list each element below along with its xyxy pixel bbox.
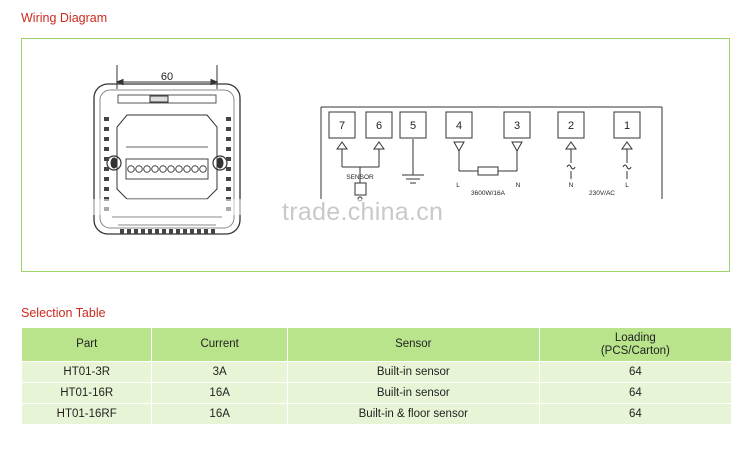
- terminal-screw: [135, 165, 143, 173]
- vent-slot: [169, 229, 173, 234]
- cell-current: 16A: [151, 382, 288, 404]
- terminal-box: [613, 111, 641, 139]
- table-row: HT01-16R 16A Built-in sensor 64: [20, 382, 733, 404]
- cell-current: 3A: [151, 361, 288, 383]
- cell-sensor: Built-in sensor: [286, 382, 540, 404]
- vent-slot: [226, 137, 231, 141]
- vent-slot: [226, 177, 231, 181]
- terminal-number: 3: [514, 120, 520, 132]
- terminal-screw: [191, 165, 199, 173]
- terminal-box: [328, 111, 356, 139]
- sensor-label: SENSOR: [346, 174, 374, 181]
- cell-sensor: Built-in & floor sensor: [286, 403, 540, 425]
- vent-slot: [148, 229, 152, 234]
- terminal-screw: [143, 165, 151, 173]
- vent-slot: [226, 147, 231, 151]
- vent-slot: [226, 157, 231, 161]
- wiring-diagram: 7 6 5 4 3 2 1: [82, 65, 722, 235]
- cell-part: HT01-3R: [20, 361, 153, 383]
- vent-slot: [162, 229, 166, 234]
- terminal-screw: [183, 165, 191, 173]
- supply-n-label: N: [569, 182, 574, 189]
- cell-loading: 64: [538, 382, 733, 404]
- table-header-row: Part Current Sensor Loading (PCS/Carton): [20, 327, 733, 362]
- cell-loading: 64: [538, 361, 733, 383]
- terminal-frame: [320, 106, 663, 199]
- terminal-screw: [175, 165, 183, 173]
- cell-current: 16A: [151, 403, 288, 425]
- vent-slot: [104, 137, 109, 141]
- vent-slot: [183, 229, 187, 234]
- terminal-number: 2: [568, 120, 574, 132]
- terminal-screws: [127, 165, 207, 173]
- terminal-box: [557, 111, 585, 139]
- wiring-symbols: [336, 139, 633, 202]
- vent-slot: [104, 167, 109, 171]
- terminal-box: [503, 111, 531, 139]
- cell-loading: 64: [538, 403, 733, 425]
- vent-slot: [104, 147, 109, 151]
- load-n-label: N: [516, 182, 521, 189]
- terminal-screw: [199, 165, 207, 173]
- vent-slot: [226, 117, 231, 121]
- wiring-diagram-title: Wiring Diagram: [21, 11, 108, 25]
- thermostat-vent-slots: [104, 117, 231, 234]
- vent-slot: [134, 229, 138, 234]
- wiring-diagram-panel: 7 6 5 4 3 2 1: [21, 38, 730, 272]
- watermark-text: trade.china.cn: [282, 198, 444, 226]
- vent-slot: [120, 229, 124, 234]
- terminal-box: [445, 111, 473, 139]
- vent-slot: [176, 229, 180, 234]
- vent-slot: [197, 229, 201, 234]
- table-row: HT01-3R 3A Built-in sensor 64: [20, 361, 733, 383]
- supply-voltage-label: 230V/AC: [589, 190, 615, 197]
- vent-slot: [104, 177, 109, 181]
- cell-sensor: Built-in sensor: [286, 361, 540, 383]
- terminal-box: [399, 111, 427, 139]
- terminal-row: 7 6 5 4 3 2 1: [328, 111, 641, 139]
- load-rating-label: 3600W/16A: [471, 190, 506, 197]
- vent-slot: [155, 229, 159, 234]
- terminal-number: 1: [624, 120, 630, 132]
- header-current: Current: [151, 327, 288, 362]
- vent-slot: [211, 229, 215, 234]
- vent-slot: [204, 229, 208, 234]
- vent-slot: [226, 167, 231, 171]
- terminal-screw: [159, 165, 167, 173]
- supply-l-label: L: [625, 182, 629, 189]
- vent-slot: [141, 229, 145, 234]
- terminal-screw: [127, 165, 135, 173]
- terminal-number: 5: [410, 120, 416, 132]
- load-l-label: L: [456, 182, 460, 189]
- terminal-number: 4: [456, 120, 462, 132]
- vent-slot: [104, 117, 109, 121]
- header-loading: Loading (PCS/Carton): [538, 327, 733, 362]
- header-sensor: Sensor: [286, 327, 540, 362]
- selection-table-title: Selection Table: [21, 306, 106, 320]
- vent-slot: [104, 187, 109, 191]
- vent-slot: [104, 157, 109, 161]
- terminal-number: 7: [339, 120, 345, 132]
- vent-slot: [190, 229, 194, 234]
- terminal-screw: [151, 165, 159, 173]
- vent-slot: [226, 187, 231, 191]
- cell-part: HT01-16RF: [20, 403, 153, 425]
- terminal-box: [365, 111, 393, 139]
- wiring-labels: SENSOR L N 3600W/16A N L 230V/AC: [346, 174, 629, 197]
- table-row: HT01-16RF 16A Built-in & floor sensor 64: [20, 403, 733, 425]
- selection-table: Part Current Sensor Loading (PCS/Carton)…: [20, 327, 733, 425]
- terminal-screw: [167, 165, 175, 173]
- header-part: Part: [20, 327, 153, 362]
- terminal-number: 6: [376, 120, 382, 132]
- cell-part: HT01-16R: [20, 382, 153, 404]
- dimension-label: 60: [161, 71, 173, 83]
- vent-slot: [226, 127, 231, 131]
- thermostat-back-drawing: [93, 65, 241, 235]
- vent-slot: [127, 229, 131, 234]
- vent-slot: [104, 127, 109, 131]
